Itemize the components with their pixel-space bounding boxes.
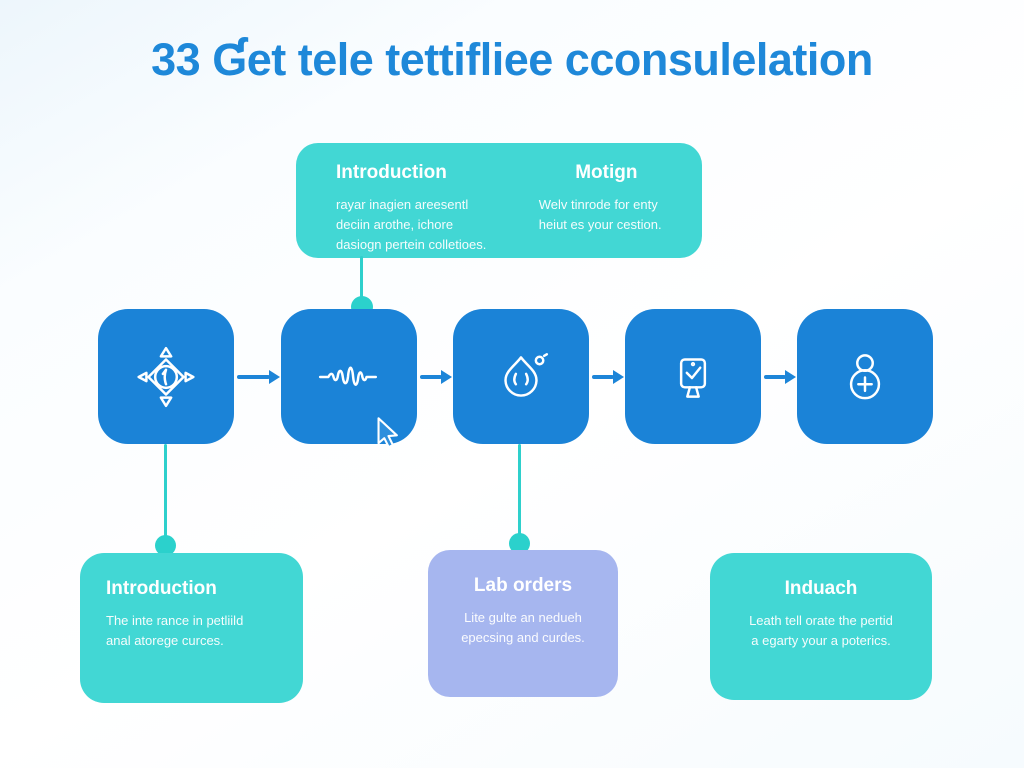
top-callout-column-introduction: Introduction rayar inagien areesentl dec…: [336, 162, 513, 255]
navigation-compass-icon: [137, 346, 195, 407]
flow-arrow-4: [764, 370, 796, 384]
step-5-square: [797, 309, 933, 444]
connector-top-callout: [360, 256, 363, 302]
arrow-pointer-cursor: [377, 417, 398, 449]
step-2-square: [281, 309, 417, 444]
bottom-callout-body-lab-orders: Lite gulte an nedueh epecsing and curdes…: [461, 610, 585, 646]
bottom-callout-induach: Induach Leath tell orate the pertid a eg…: [710, 553, 932, 700]
bottom-callout-heading-introduction: Introduction: [106, 578, 217, 599]
step-4-square: [625, 309, 761, 444]
bottom-callout-introduction: Introduction The inte rance in petliild …: [80, 553, 303, 703]
waveform-icon: [318, 365, 378, 386]
connector-step1-bottom: [164, 444, 167, 540]
bottom-callout-heading-induach: Induach: [784, 578, 858, 599]
connector-dot-mid: [509, 533, 530, 554]
flow-arrow-3: [592, 370, 624, 384]
sample-droplet-icon: [504, 352, 549, 397]
add-person-icon: [849, 353, 881, 399]
monitor-check-icon: [679, 357, 707, 398]
connector-step3-bottom: [518, 444, 521, 538]
step-1-square: [98, 309, 234, 444]
top-callout-body-motign: Welv tinrode for enty heiut es your cest…: [538, 197, 662, 233]
top-callout-column-motign: Motign Welv tinrode for enty heiut es yo…: [533, 162, 680, 255]
bottom-callout-heading-lab-orders: Lab orders: [473, 575, 573, 596]
top-callout: Introduction rayar inagien areesentl dec…: [296, 143, 702, 258]
flow-arrow-2: [420, 370, 452, 384]
step-3-square: [453, 309, 589, 444]
flow-arrow-1: [237, 370, 280, 384]
bottom-callout-body-induach: Leath tell orate the pertid a egarty you…: [749, 613, 893, 649]
top-callout-heading-motign: Motign: [575, 162, 638, 183]
top-callout-heading-introduction: Introduction: [336, 162, 447, 183]
bottom-callout-body-introduction: The inte rance in petliild anal atorege …: [106, 613, 244, 649]
bottom-callout-lab-orders: Lab orders Lite gulte an nedueh epecsing…: [428, 550, 618, 697]
page-title: 33 Ɠet tele tettifliee cconsulelation: [151, 34, 873, 85]
top-callout-body-introduction: rayar inagien areesentl deciin arothe, i…: [336, 197, 487, 253]
connector-dot-left: [155, 535, 176, 556]
